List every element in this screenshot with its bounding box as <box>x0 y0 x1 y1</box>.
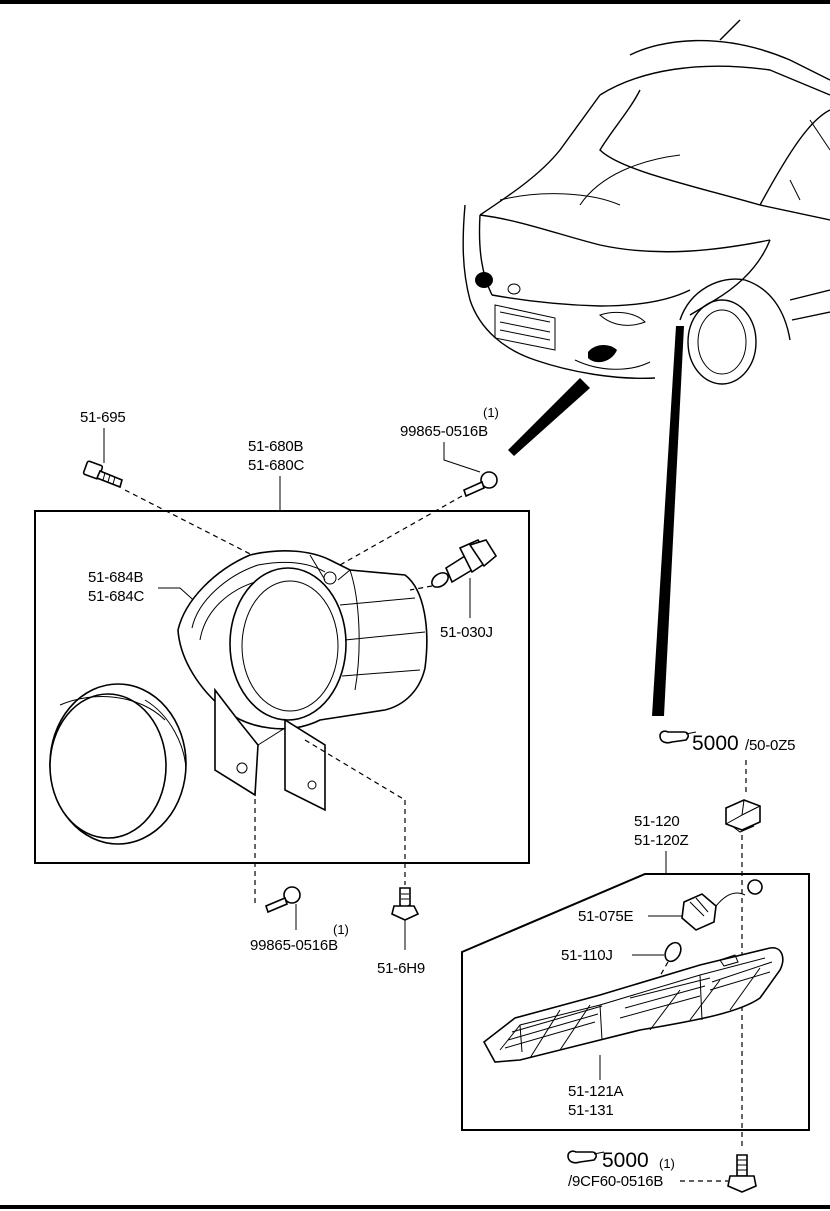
fog-bulb-icon <box>431 538 498 588</box>
label-housing-a: 51-680B <box>248 438 304 455</box>
pointing-hand-icon <box>567 1150 605 1164</box>
clip-icon <box>391 887 420 921</box>
label-side-lamp-a: 51-120 <box>634 813 680 830</box>
label-lens-a: 51-121A <box>568 1083 624 1100</box>
label-ref-top-main: 5000 <box>692 732 739 755</box>
pointing-hand-icon <box>659 730 697 744</box>
label-screw-top-qty: (1) <box>483 405 499 420</box>
label-ref-bottom-qty: (1) <box>659 1156 675 1171</box>
label-clip: 51-6H9 <box>377 960 425 977</box>
fog-lamp-housing-icon <box>177 550 428 812</box>
screw-bottom-icon <box>265 886 301 914</box>
label-bolt-51-695: 51-695 <box>80 409 126 426</box>
label-gasket-b: 51-684C <box>88 588 145 605</box>
label-screw-bottom-number: 99865-0516B <box>250 937 338 954</box>
label-side-bulb: 51-110J <box>561 947 613 964</box>
label-bulb: 51-030J <box>440 624 493 641</box>
fog-lamp-assembly-box <box>34 510 530 864</box>
car-front-illustration <box>462 19 830 716</box>
bolt-bottom-icon <box>727 1154 757 1193</box>
screw-icon <box>463 471 498 498</box>
label-side-lamp-b: 51-120Z <box>634 832 689 849</box>
label-socket: 51-075E <box>578 908 634 925</box>
label-ref-bottom-sub: /9CF60-0516B <box>568 1173 663 1190</box>
bolt-icon <box>82 460 123 489</box>
side-marker-lens-icon <box>482 947 784 1063</box>
label-gasket-a: 51-684B <box>88 569 144 586</box>
retainer-clip-icon <box>725 799 761 833</box>
label-screw-top-number: 99865-0516B <box>400 423 488 440</box>
socket-icon <box>681 879 763 931</box>
label-lens-b: 51-131 <box>568 1102 614 1119</box>
wedge-bulb-icon <box>664 941 682 963</box>
fog-lens-icon <box>49 683 187 845</box>
label-ref-bottom-main: 5000 <box>602 1149 649 1172</box>
label-ref-top-sub: /50-0Z5 <box>745 737 795 754</box>
label-screw-bottom-qty: (1) <box>333 922 349 937</box>
side-marker-assembly-box <box>461 873 810 1131</box>
label-housing-b: 51-680C <box>248 457 305 474</box>
